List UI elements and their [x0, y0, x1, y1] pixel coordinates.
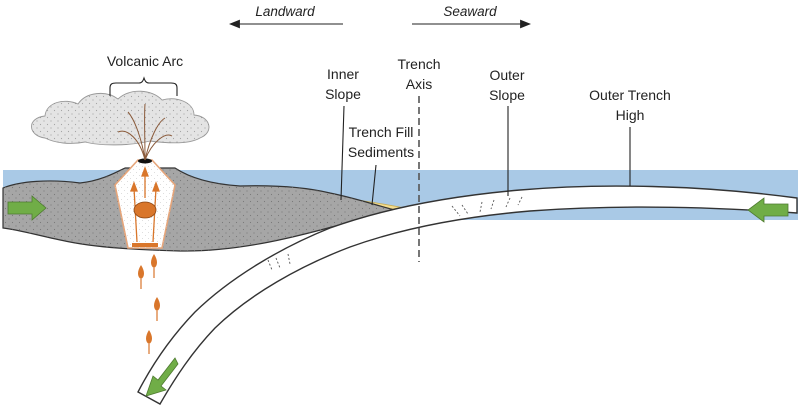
- rising-magma-droplets: [138, 254, 160, 354]
- volcanic-arc-bracket: [109, 76, 178, 96]
- magma-droplet: [146, 330, 152, 354]
- trench-fill-label-line1: Trench Fill: [349, 124, 414, 140]
- outer-slope-label-line2: Slope: [489, 87, 525, 103]
- trench-axis-label-line1: Trench: [397, 56, 440, 72]
- direction-indicators: Landward Seaward: [228, 4, 532, 29]
- seaward-label: Seaward: [443, 4, 497, 19]
- magma-droplet: [154, 297, 160, 321]
- volcano-vent: [138, 158, 152, 164]
- subducting-oceanic-plate: [137, 185, 798, 405]
- outer-trench-high-label-line2: High: [616, 107, 645, 123]
- overriding-plate-motion-arrow: [7, 195, 47, 221]
- eruption-plumes: [117, 103, 173, 161]
- magma-reservoir-base: [132, 243, 158, 247]
- outer-trench-high-label-line1: Outer Trench: [589, 87, 671, 103]
- volcanic-arc-label: Volcanic Arc: [107, 53, 183, 69]
- trench-axis-label-line2: Axis: [406, 76, 432, 92]
- magma-droplet: [151, 254, 157, 278]
- magma-chamber: [133, 201, 157, 219]
- overriding-plate-texture: [3, 168, 395, 252]
- magma-conduits: [130, 166, 160, 243]
- trench-fill-leader: [371, 164, 377, 206]
- trench-fill-label-line2: Sediments: [348, 144, 414, 160]
- cloud-texture: [31, 91, 209, 145]
- outer-slope-label-line1: Outer: [489, 67, 524, 83]
- magma-droplet: [138, 265, 144, 289]
- plate-motion-arrows: [7, 195, 789, 397]
- landward-label: Landward: [255, 4, 315, 19]
- label-leader-lines: [340, 96, 631, 262]
- inner-slope-label-line2: Slope: [325, 86, 361, 102]
- plate-fractures: [267, 196, 523, 271]
- oceanic-plate-motion-arrow: [747, 197, 789, 223]
- subducting-slab-motion-arrow: [145, 357, 179, 397]
- inner-slope-leader: [340, 105, 345, 201]
- inner-slope-label-line1: Inner: [327, 66, 359, 82]
